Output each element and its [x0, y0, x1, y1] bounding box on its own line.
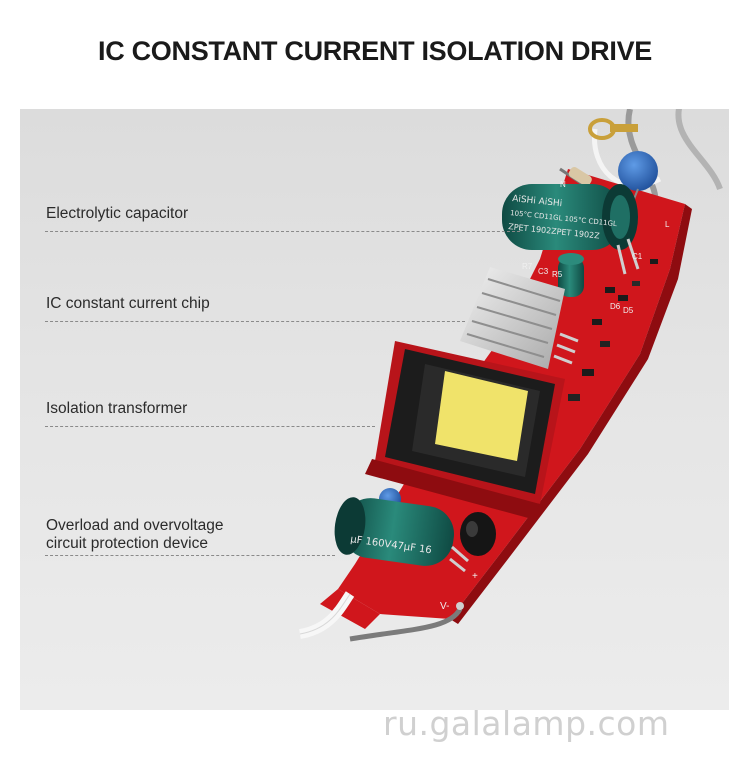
watermark: ru.galalamp.com	[383, 704, 670, 743]
callout-label: Isolation transformer	[46, 400, 188, 417]
callout-label-line2: circuit protection device	[46, 535, 208, 552]
solder-point	[456, 602, 464, 610]
callout-leader-1	[45, 231, 520, 232]
smd-components	[568, 259, 658, 401]
svg-text:R7: R7	[522, 262, 533, 271]
callout-isolation-transformer: Isolation transformer	[46, 400, 187, 418]
callout-leader-4	[45, 555, 335, 556]
callout-leader-3	[45, 426, 375, 427]
brass-terminal	[588, 118, 638, 140]
callout-leader-2	[45, 321, 465, 322]
pcb-tail	[320, 589, 380, 629]
product-photo: AiSHi AiSHi 105°C CD11GL 105°C CD11GL ZP…	[20, 109, 729, 710]
output-wire-grey	[349, 607, 463, 642]
svg-text:L: L	[665, 220, 670, 229]
callout-electrolytic-capacitor: Electrolytic capacitor	[46, 205, 188, 223]
callout-label-line1: Overload and overvoltage	[46, 517, 224, 534]
input-wire-grey-2	[675, 109, 723, 191]
svg-text:C3: C3	[538, 267, 549, 276]
electrolytic-capacitor-output: μF 160V47μF 16	[334, 497, 455, 566]
svg-text:N: N	[560, 180, 566, 189]
svg-text:R5: R5	[552, 270, 563, 279]
svg-text:V-: V-	[440, 601, 449, 612]
callout-label: IC constant current chip	[46, 295, 210, 312]
callout-label: Electrolytic capacitor	[46, 205, 189, 222]
electrolytic-capacitor-main: AiSHi AiSHi 105°C CD11GL 105°C CD11GL ZP…	[502, 184, 638, 250]
svg-text:+: +	[472, 571, 478, 582]
callout-ic-chip: IC constant current chip	[46, 295, 210, 313]
isolation-transformer	[365, 341, 565, 519]
svg-text:D5: D5	[623, 306, 634, 315]
protection-inductor	[460, 512, 496, 556]
ic-heatsink	[460, 267, 565, 369]
electrolytic-capacitor-small	[558, 253, 584, 297]
driver-board-illustration: AiSHi AiSHi 105°C CD11GL 105°C CD11GL ZP…	[298, 109, 723, 642]
svg-text:C1: C1	[632, 252, 643, 261]
page-title: IC CONSTANT CURRENT ISOLATION DRIVE	[98, 36, 652, 66]
svg-text:D6: D6	[610, 302, 621, 311]
callout-protection-device: Overload and overvoltage circuit protect…	[46, 517, 224, 553]
ceramic-capacitor-top	[618, 151, 658, 191]
